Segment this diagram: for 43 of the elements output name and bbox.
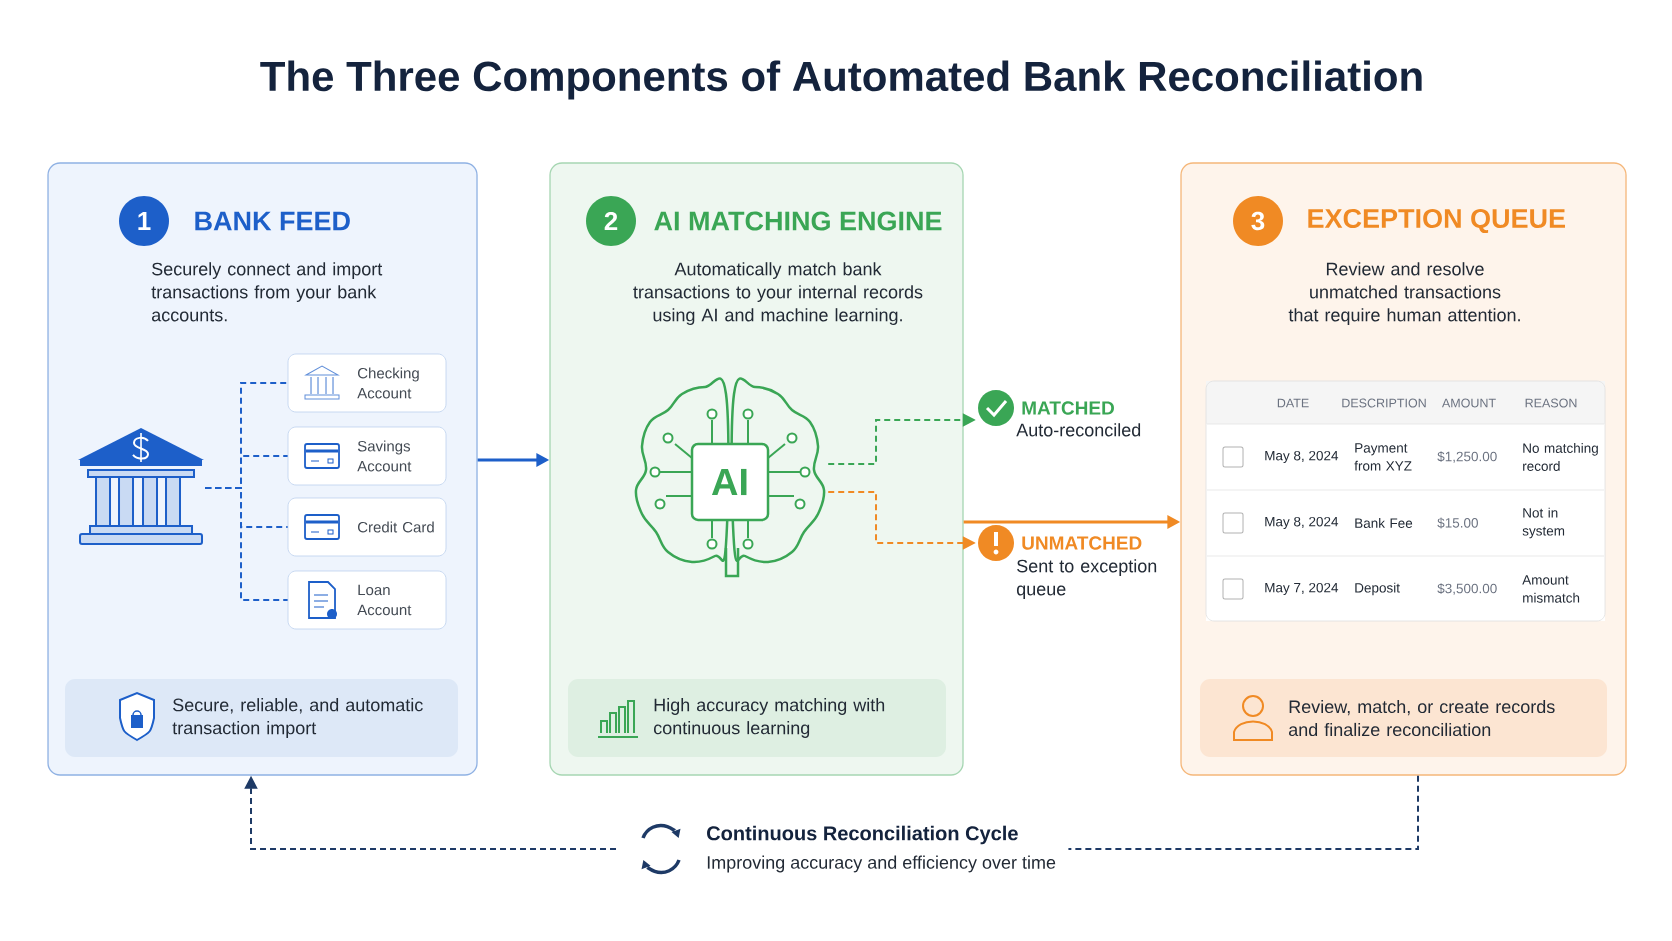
panel-heading: AI MATCHING ENGINE xyxy=(654,211,942,231)
feature-note: Secure, reliable, and automatic transaction import xyxy=(65,679,458,757)
table-entry: $15.00 xyxy=(1437,517,1478,529)
column-header: DESCRIPTION xyxy=(1342,398,1426,408)
table-entry: May 7, 2024 xyxy=(1265,582,1339,596)
table-entry: Deposit xyxy=(1355,582,1400,596)
table-entry: Bank Fee xyxy=(1355,518,1413,528)
cycle-title: Continuous Reconciliation Cycle xyxy=(707,825,1018,845)
number-badge: 1 xyxy=(119,196,169,246)
column-header: DATE xyxy=(1277,398,1309,408)
column-header: AMOUNT xyxy=(1441,398,1496,408)
status-note: Auto-reconciled xyxy=(1016,423,1141,437)
number-badge: 3 xyxy=(1233,196,1283,246)
feature-note: Review, match, or create records and finalize reconciliation xyxy=(1200,679,1607,757)
table-entry: $1,250.00 xyxy=(1437,451,1497,463)
panel-heading: BANK FEED xyxy=(195,211,350,231)
status-note: Sent to exception queue xyxy=(1016,559,1157,599)
status-heading: MATCHED xyxy=(1022,401,1114,415)
table-entry: Amount mismatch xyxy=(1522,575,1580,603)
account-card: Credit Card xyxy=(287,497,447,557)
status-heading: UNMATCHED xyxy=(1022,536,1142,550)
account-card: Checking Account xyxy=(287,353,447,413)
bank-building-drawing xyxy=(78,428,204,545)
table-entry: Payment from XYZ xyxy=(1354,443,1412,471)
cycle-subtitle: Improving accuracy and efficiency over time xyxy=(707,855,1056,873)
account-card: Loan Account xyxy=(287,570,447,630)
account-card: Savings Account xyxy=(287,426,447,486)
table-entry: $3,500.00 xyxy=(1437,583,1497,595)
number-badge: 2 xyxy=(586,196,636,246)
panel-description: Review and resolve unmatched transactions that require human attention. xyxy=(1288,262,1520,325)
panel-description: Securely connect and import transactions from your bank accounts. xyxy=(151,262,383,322)
title: The Three Components of Automated Bank Reconciliation xyxy=(260,60,1422,100)
feature-note: High accuracy matching with continuous learning xyxy=(568,679,946,757)
table-entry: May 8, 2024 xyxy=(1265,450,1339,464)
connector-line xyxy=(204,487,289,601)
connector-line xyxy=(1067,774,1419,850)
panel-description: Automatically match bank transactions to your internal records using AI and machine learning. xyxy=(633,262,923,325)
table-entry: May 8, 2024 xyxy=(1265,516,1339,530)
panel-heading: EXCEPTION QUEUE xyxy=(1308,208,1565,234)
table-entry: No matching record xyxy=(1523,443,1598,471)
column-header: REASON xyxy=(1525,398,1577,408)
chip-label: AI xyxy=(690,442,770,522)
table-entry: Not in system xyxy=(1522,507,1565,539)
